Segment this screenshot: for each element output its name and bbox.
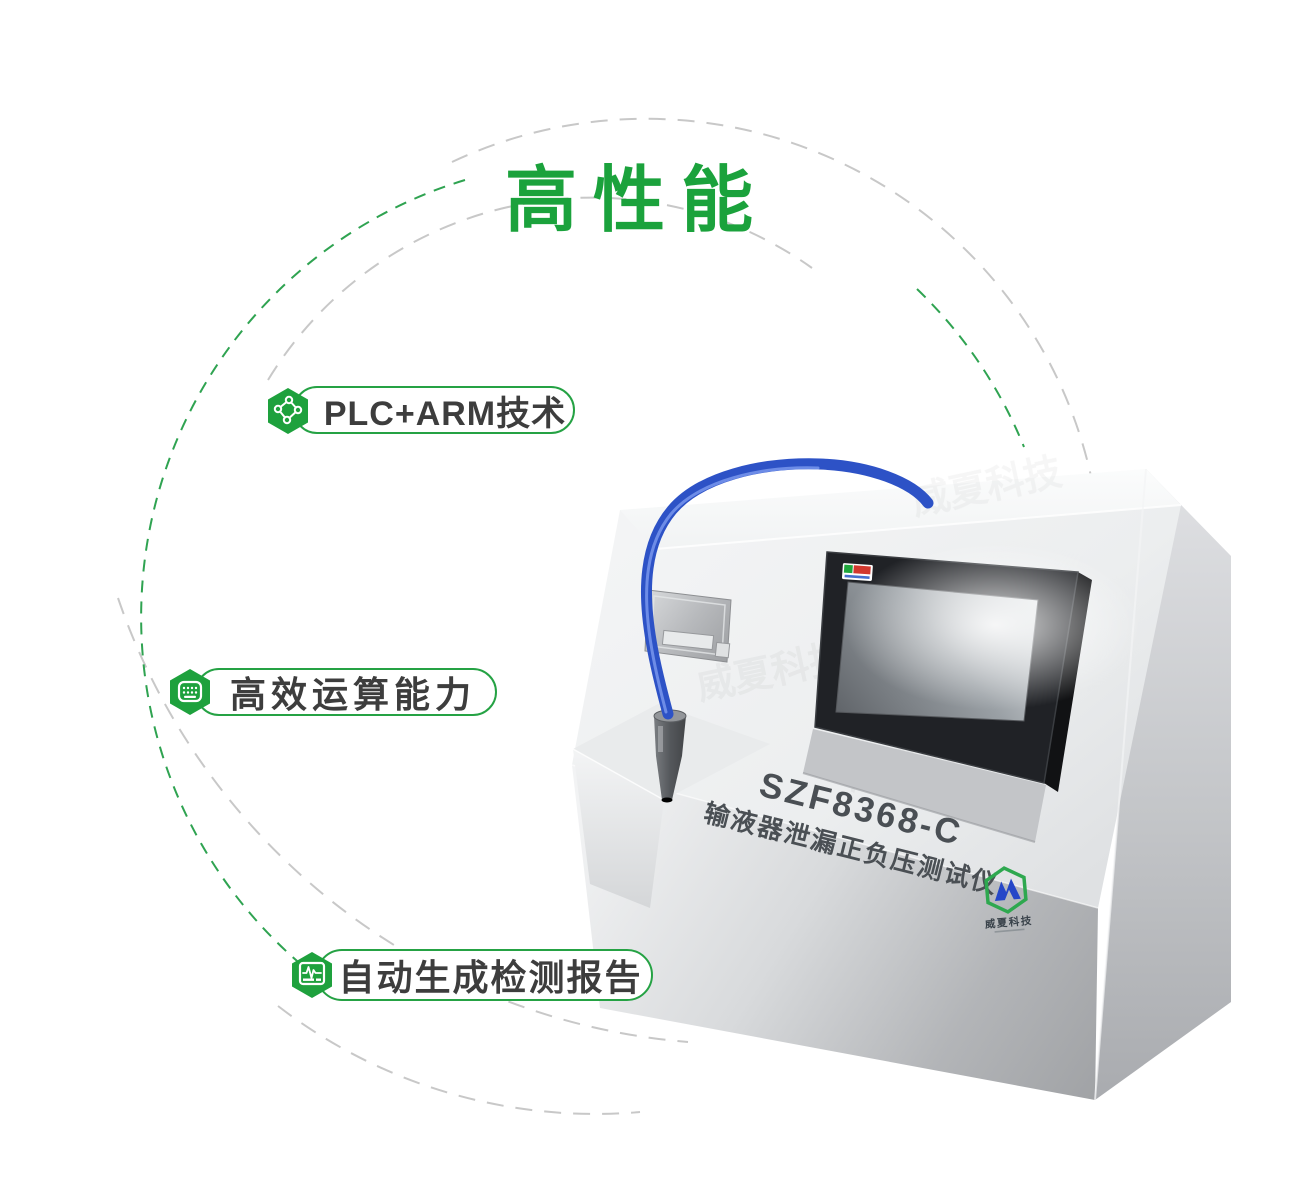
brand-logo: 威夏科技: [984, 866, 1033, 933]
edge-highlight: [1094, 468, 1147, 1101]
feature-callout-plc-arm: PLC+ARM技术: [268, 386, 575, 434]
device-right-face: [1095, 469, 1231, 1100]
feature-callout-computing: 高效运算能力: [170, 668, 497, 716]
feature-pill: 高效运算能力: [195, 668, 497, 716]
logo-text: 威夏科技: [984, 914, 1033, 931]
shelf-edge: [572, 748, 665, 801]
feature-callout-report: 自动生成检测报告: [292, 949, 653, 1001]
molecule-network-icon: [268, 388, 308, 439]
edge-highlight: [654, 504, 1182, 550]
gray-arc-left-bottom: [117, 597, 689, 1043]
shelf-front: [573, 749, 664, 908]
keypad-icon: [170, 669, 210, 720]
touchscreen[interactable]: [814, 540, 1145, 792]
chin-shadow: [802, 772, 1036, 843]
screen-glare: [845, 540, 1145, 710]
feature-pill: 自动生成检测报告: [316, 949, 653, 1001]
page-title: 高性能: [505, 161, 770, 241]
gray-arc-title: [267, 196, 813, 381]
report-waveform-icon: [292, 952, 332, 1003]
logo-subline: [994, 928, 1025, 933]
gray-arc-bottom: [277, 1005, 641, 1115]
tube-connector[interactable]: [653, 709, 687, 803]
screen-chin: [803, 729, 1046, 842]
green-arc-top-right: [916, 288, 1025, 448]
metal-plate: [644, 589, 732, 663]
feature-pill: PLC+ARM技术: [293, 386, 575, 434]
logo-hexagon-icon: [984, 866, 1028, 914]
device-top-face: [620, 469, 1181, 549]
green-arc-left: [140, 179, 466, 998]
device-front-band: [572, 765, 1098, 1100]
gray-arc-top: [451, 117, 1102, 549]
logo-mark-icon: [994, 878, 1021, 902]
blue-tube: [641, 458, 934, 720]
brand-sticker: [841, 563, 873, 581]
